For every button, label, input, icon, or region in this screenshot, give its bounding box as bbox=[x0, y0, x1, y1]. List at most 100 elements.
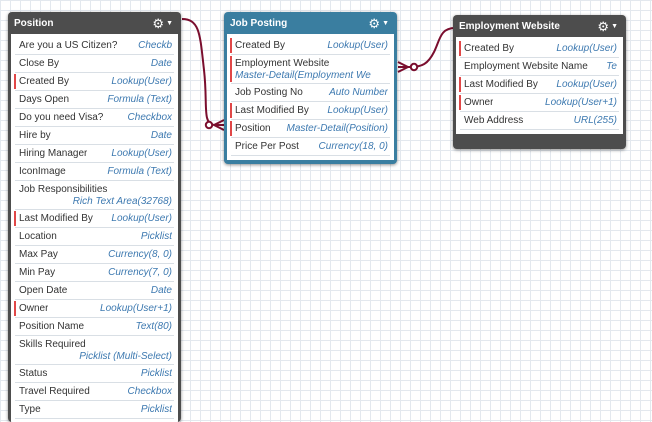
field-row-max-pay[interactable]: Max Pay Currency(8, 0) bbox=[15, 246, 174, 264]
field-name: Created By bbox=[19, 76, 70, 87]
field-row-created-by[interactable]: Created By Lookup(User) bbox=[14, 73, 174, 91]
field-row-open-date[interactable]: Open Date Date bbox=[15, 282, 174, 300]
field-type: Date bbox=[150, 285, 172, 296]
field-type: Lookup(User+1) bbox=[545, 97, 617, 108]
field-name: Last Modified By bbox=[235, 105, 309, 116]
field-name: Created By bbox=[235, 40, 286, 51]
position-card-title: Position bbox=[14, 17, 54, 29]
employment-website-card-title: Employment Website bbox=[459, 20, 560, 32]
field-type: Rich Text Area(32768) bbox=[72, 196, 172, 207]
job-posting-optional-circle-website bbox=[409, 62, 419, 72]
field-row-are-you-a-us-citizen[interactable]: Are you a US Citizen? Checkb bbox=[15, 37, 174, 55]
field-row-price-per-post[interactable]: Price Per Post Currency(18, 0) bbox=[231, 138, 390, 156]
employment-website-to-job-posting-line bbox=[409, 27, 456, 68]
field-type: Currency(7, 0) bbox=[108, 267, 172, 278]
field-type: Lookup(User) bbox=[111, 148, 172, 159]
caret-down-icon: ▼ bbox=[166, 19, 173, 27]
gear-icon: ⚙ bbox=[368, 15, 381, 31]
field-name: Employment Website bbox=[235, 58, 330, 69]
field-row-hire-by[interactable]: Hire by Date bbox=[15, 127, 174, 145]
field-name: Location bbox=[19, 231, 57, 242]
field-row-created-by[interactable]: Created By Lookup(User) bbox=[459, 40, 619, 58]
field-name: Owner bbox=[464, 97, 494, 108]
field-row-owner[interactable]: Owner Lookup(User+1) bbox=[459, 94, 619, 112]
field-row-hiring-manager[interactable]: Hiring Manager Lookup(User) bbox=[15, 145, 174, 163]
job-posting-crowsfoot-website bbox=[397, 61, 410, 73]
field-row-days-open[interactable]: Days Open Formula (Text) bbox=[15, 91, 174, 109]
field-row-travel-required[interactable]: Travel Required Checkbox bbox=[15, 383, 174, 401]
field-name: Web Address bbox=[464, 115, 524, 126]
field-name: Status bbox=[19, 368, 48, 379]
position-to-job-posting-line bbox=[181, 18, 215, 126]
field-type: Lookup(User) bbox=[327, 40, 388, 51]
employment-website-field-list: Created By Lookup(User) Employment Website… bbox=[456, 37, 623, 134]
gear-icon: ⚙ bbox=[152, 15, 165, 31]
field-name: Skills Required bbox=[19, 339, 86, 350]
field-row-do-you-need-visa[interactable]: Do you need Visa?Checkbox bbox=[15, 109, 174, 127]
employment-website-settings-menu[interactable]: ⚙ ▼ bbox=[597, 20, 618, 33]
field-row-web-address[interactable]: Web Address URL(255) bbox=[460, 112, 619, 130]
field-type: URL(255) bbox=[573, 115, 617, 126]
field-type: Currency(8, 0) bbox=[108, 249, 172, 260]
field-type: Te bbox=[606, 61, 617, 72]
field-name: Created By bbox=[464, 43, 515, 54]
field-name: Open Date bbox=[19, 285, 68, 296]
caret-down-icon: ▼ bbox=[382, 19, 389, 27]
field-type: Picklist (Multi-Select) bbox=[79, 351, 172, 362]
field-name: Owner bbox=[19, 303, 49, 314]
field-name: Position bbox=[235, 123, 271, 134]
field-name: Last Modified By bbox=[464, 79, 538, 90]
caret-down-icon: ▼ bbox=[611, 22, 618, 30]
field-name: Price Per Post bbox=[235, 141, 299, 152]
field-type: Lookup(User) bbox=[111, 76, 172, 87]
field-type: Lookup(User) bbox=[327, 105, 388, 116]
field-name: Hire by bbox=[19, 130, 51, 141]
employment-website-object-card[interactable]: Employment Website ⚙ ▼ Created By Lookup(… bbox=[453, 15, 626, 149]
field-type: Date bbox=[150, 130, 172, 141]
job-posting-settings-menu[interactable]: ⚙ ▼ bbox=[368, 17, 389, 30]
job-posting-field-list: Created By Lookup(User) Employment Website… bbox=[227, 34, 394, 160]
field-type: Lookup(User) bbox=[556, 43, 617, 54]
field-name: Are you a US Citizen? bbox=[19, 40, 118, 51]
field-type: Formula (Text) bbox=[107, 166, 172, 177]
field-name: Hiring Manager bbox=[19, 148, 88, 159]
field-name: Do you need Visa? bbox=[19, 112, 104, 123]
field-row-last-modified-by[interactable]: Last Modified By Lookup(User) bbox=[14, 210, 174, 228]
field-type: Checkbox bbox=[127, 386, 172, 397]
field-row-status[interactable]: Status Picklist bbox=[15, 365, 174, 383]
field-name: Last Modified By bbox=[19, 213, 93, 224]
job-posting-object-card[interactable]: Job Posting ⚙ ▼ Created By Lookup(User) Em… bbox=[224, 12, 397, 164]
field-row-last-modified-by[interactable]: Last Modified By Lookup(User) bbox=[230, 102, 390, 120]
field-type: Picklist bbox=[140, 368, 172, 379]
position-settings-menu[interactable]: ⚙ ▼ bbox=[152, 17, 173, 30]
field-type: Text(80) bbox=[135, 321, 172, 332]
field-name: IconImage bbox=[19, 166, 66, 177]
field-row-created-by[interactable]: Created By Lookup(User) bbox=[230, 37, 390, 55]
gear-icon: ⚙ bbox=[597, 18, 610, 34]
field-row-iconimage[interactable]: IconImage Formula (Text) bbox=[15, 163, 174, 181]
field-name: Job Posting No bbox=[235, 87, 303, 98]
position-card-header: Position ⚙ ▼ bbox=[8, 12, 181, 34]
position-object-card[interactable]: Position ⚙ ▼ Are you a US Citizen? Checkb… bbox=[8, 12, 181, 422]
field-type: Formula (Text) bbox=[107, 94, 172, 105]
field-name: Travel Required bbox=[19, 386, 90, 397]
job-posting-card-title: Job Posting bbox=[230, 17, 288, 29]
field-name: Max Pay bbox=[19, 249, 58, 260]
field-type: Checkb bbox=[138, 40, 172, 51]
field-type: Lookup(User) bbox=[111, 213, 172, 224]
field-name: Days Open bbox=[19, 94, 70, 105]
field-type: Currency(18, 0) bbox=[318, 141, 388, 152]
